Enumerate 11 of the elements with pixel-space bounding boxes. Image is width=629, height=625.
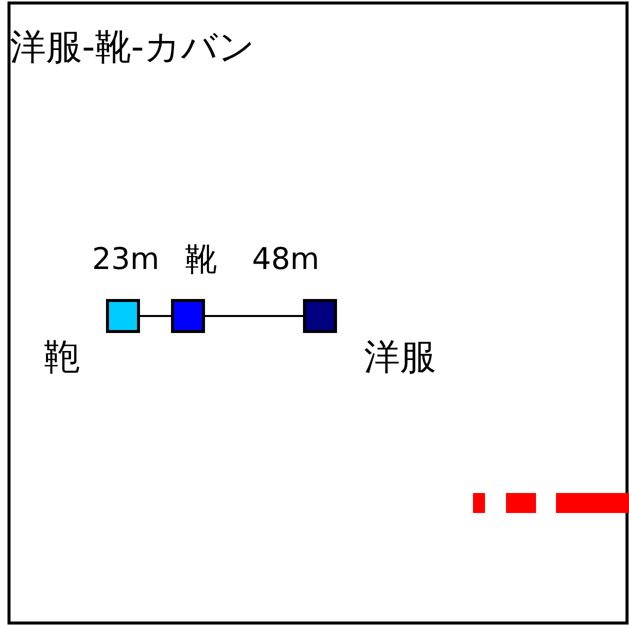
connector-line	[140, 315, 171, 317]
item-label: 鞄	[44, 340, 80, 376]
square-marker	[303, 299, 337, 333]
square-marker	[106, 299, 140, 333]
distance-label: 23m	[92, 245, 160, 275]
title: 洋服-靴-カバン	[10, 30, 255, 66]
square-marker	[171, 299, 205, 333]
item-label: 靴	[185, 243, 217, 275]
distance-label: 48m	[252, 245, 320, 275]
item-label: 洋服	[364, 340, 436, 376]
connector-line	[205, 315, 303, 317]
